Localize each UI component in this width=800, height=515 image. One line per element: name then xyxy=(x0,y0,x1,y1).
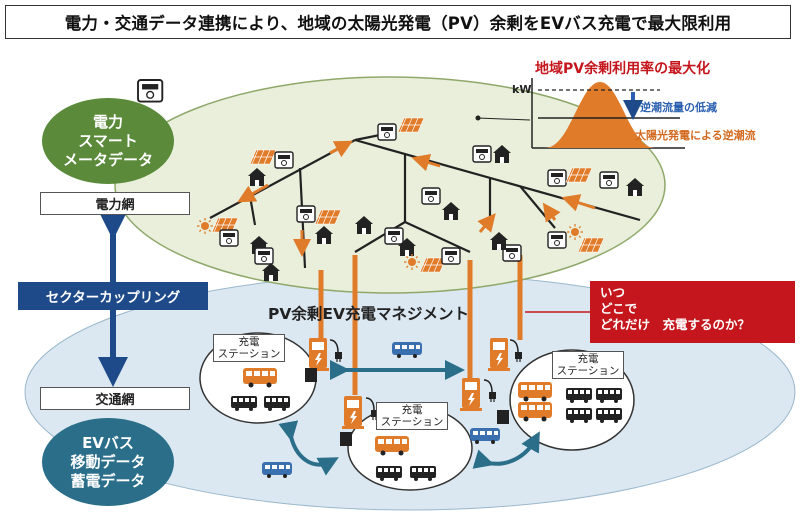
ev-data-circle: EVバス 移動データ 蓄電データ xyxy=(42,418,174,506)
station-label-line2: ステーション xyxy=(556,365,620,377)
ev-data-line3: 蓄電データ xyxy=(70,471,146,490)
station-label-line1: 充電 xyxy=(238,336,260,348)
chart-title: 地域PV余剰利用率の最大化 xyxy=(535,61,711,77)
management-label: PV余剰EV充電マネジメント xyxy=(268,305,469,323)
question-line2: どこで xyxy=(600,301,638,316)
page-title: 電力・交通データ連携により、地域の太陽光発電（PV）余剰をEVバス充電で最大限利… xyxy=(5,5,791,39)
power-meter-line3: メータデータ xyxy=(62,150,153,169)
pv-flow-label: 太陽光発電による逆潮流 xyxy=(635,129,756,142)
power-grid-label: 電力網 xyxy=(40,192,190,215)
station-label-line2: ステーション xyxy=(380,416,444,428)
ev-data-line2: 移動データ xyxy=(70,452,146,471)
station-label-3: 充電 ステーション xyxy=(552,351,624,379)
chart-ylabel: kW xyxy=(512,83,532,96)
station-label-1: 充電 ステーション xyxy=(213,334,285,362)
power-meter-line2: スマート xyxy=(78,131,138,150)
traffic-grid-label: 交通網 xyxy=(40,387,190,410)
station-label-line2: ステーション xyxy=(217,348,281,360)
power-meter-line1: 電力 xyxy=(92,112,123,131)
question-box: いつ どこで どれだけ 充電するのか？ xyxy=(590,281,795,343)
station-label-line1: 充電 xyxy=(577,353,599,365)
station-label-2: 充電 ステーション xyxy=(376,402,448,430)
power-area xyxy=(114,76,666,294)
ev-data-line1: EVバス xyxy=(82,433,134,452)
sector-coupling-label: セクターカップリング xyxy=(18,282,208,310)
station-label-line1: 充電 xyxy=(401,404,423,416)
question-line3: どれだけ 充電するのか？ xyxy=(600,317,751,332)
question-line1: いつ xyxy=(600,285,626,300)
power-meter-data-circle: 電力 スマート メータデータ xyxy=(42,98,174,184)
reverse-flow-label: 逆潮流量の低減 xyxy=(640,101,717,114)
pv-chart xyxy=(531,78,685,149)
